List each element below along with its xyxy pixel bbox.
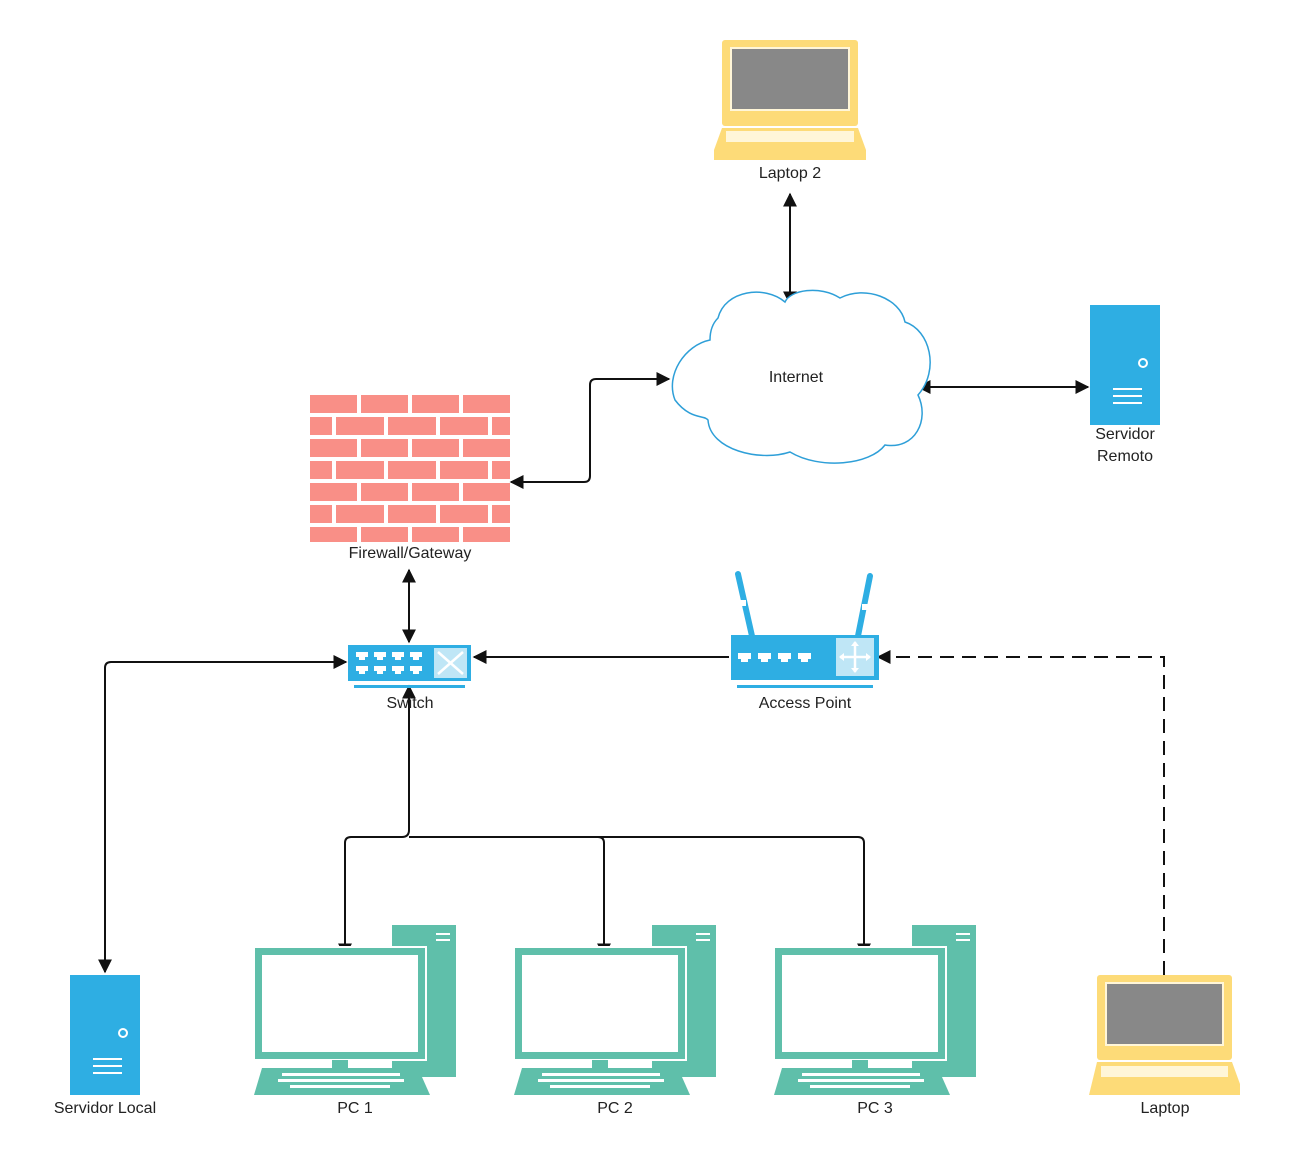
connection-switch-pc3 [598, 836, 871, 958]
access-point-label: Access Point [759, 695, 852, 712]
pc1-node[interactable]: PC 1 [253, 925, 456, 1117]
laptop-icon [1089, 975, 1240, 1095]
laptop-node[interactable]: Laptop [1089, 975, 1240, 1117]
remote-server-node[interactable]: Servidor Remoto [1090, 305, 1160, 465]
connection-firewall-internet [509, 372, 671, 489]
connection-laptop-accesspoint [876, 650, 1165, 975]
internet-label: Internet [769, 369, 824, 386]
switch-icon [348, 645, 471, 688]
access-point-node[interactable]: Access Point [731, 571, 879, 712]
firewall-node[interactable]: Firewall/Gateway [310, 395, 510, 562]
pc2-node[interactable]: PC 2 [513, 925, 716, 1117]
cloud-icon [671, 289, 931, 464]
connection-switch-pc1 [338, 684, 416, 958]
laptop-label: Laptop [1141, 1100, 1190, 1117]
wireless-router-icon [731, 571, 879, 688]
internet-node[interactable]: Internet [671, 289, 931, 464]
server-icon [70, 975, 140, 1095]
connections [98, 192, 1165, 975]
pc3-label: PC 3 [857, 1100, 893, 1117]
local-server-node[interactable]: Servidor Local [54, 975, 156, 1117]
desktop-pc-icon [253, 925, 456, 1095]
connection-switch-local-server [98, 655, 348, 974]
laptop-icon [714, 40, 866, 160]
laptop2-node[interactable]: Laptop 2 [714, 40, 866, 182]
server-icon [1090, 305, 1160, 425]
laptop2-label: Laptop 2 [759, 165, 821, 182]
desktop-pc-icon [513, 925, 716, 1095]
desktop-pc-icon [773, 925, 976, 1095]
switch-node[interactable]: Switch [348, 645, 471, 712]
pc2-label: PC 2 [597, 1100, 633, 1117]
switch-label: Switch [386, 695, 433, 712]
local-server-label: Servidor Local [54, 1100, 156, 1117]
pc3-node[interactable]: PC 3 [773, 925, 976, 1117]
firewall-label: Firewall/Gateway [349, 545, 472, 562]
pc1-label: PC 1 [337, 1100, 373, 1117]
remote-server-label-line2: Remoto [1097, 448, 1153, 465]
remote-server-label-line1: Servidor [1095, 426, 1155, 443]
brick-wall-icon [310, 395, 510, 542]
